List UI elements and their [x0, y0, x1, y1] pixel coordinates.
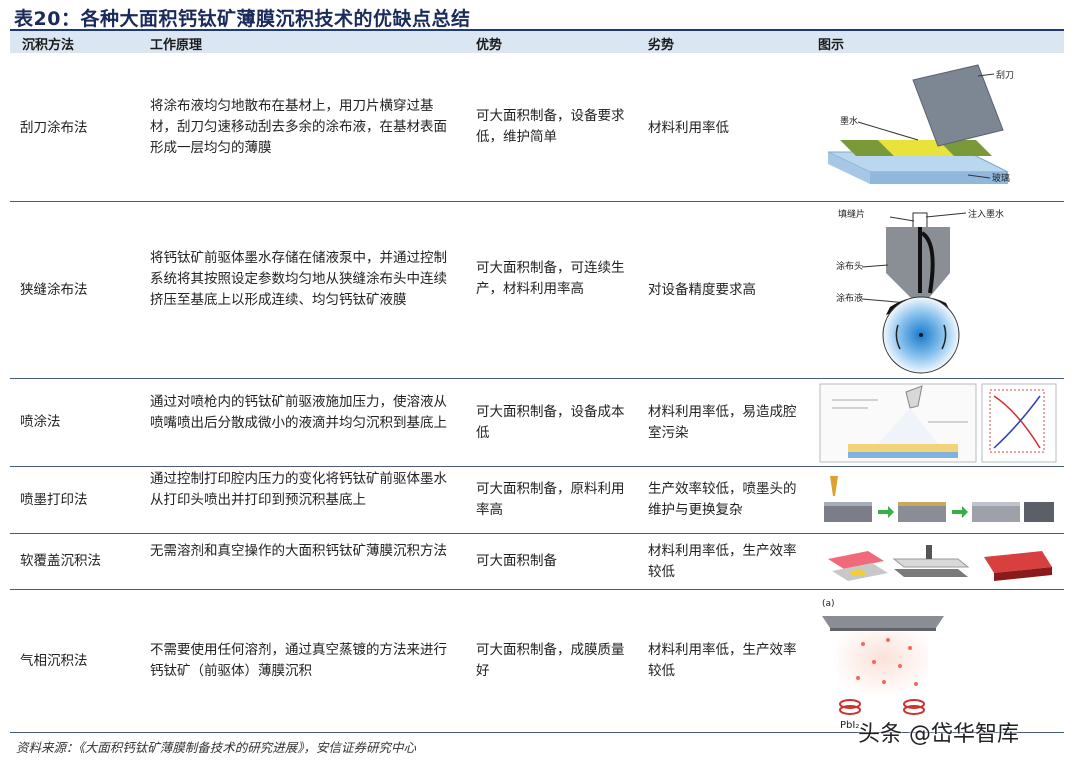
label-head: 涂布头: [836, 260, 863, 272]
label-ink: 墨水: [840, 115, 858, 127]
row-divider: [10, 378, 1064, 379]
vapour-deposition-diagram: (a) PbI₂: [822, 599, 944, 731]
row5-method: 软覆盖沉积法: [20, 553, 101, 569]
row3-pros: 可大面积制备，设备成本低: [476, 404, 625, 441]
row6-cons: 材料利用率低，生产效率较低: [648, 642, 797, 679]
table-title: 表20：各种大面积钙钛矿薄膜沉积技术的优缺点总结: [14, 8, 471, 30]
row2-cons: 对设备精度要求高: [648, 282, 756, 298]
row-divider: [10, 466, 1064, 467]
label-shim: 填缝片: [838, 208, 865, 220]
spray-coating-diagram: [819, 383, 1057, 463]
row4-principle: 通过控制打印腔内压力的变化将钙钛矿前驱体墨水从打印头喷出并打印到预沉积基底上: [150, 471, 447, 508]
title-rule: [10, 29, 1064, 31]
row1-method: 刮刀涂布法: [20, 120, 88, 136]
row-divider: [10, 589, 1064, 590]
row5-cons: 材料利用率低，生产效率较低: [648, 543, 797, 580]
row-divider: [10, 201, 1064, 202]
row4-method: 喷墨打印法: [20, 492, 88, 508]
blade-coating-diagram: 刮刀 墨水 玻璃: [827, 64, 1014, 184]
row5-pros: 可大面积制备: [476, 553, 557, 569]
label-liquid: 涂布液: [836, 292, 863, 304]
slot-die-diagram: 填缝片 注入墨水 涂布头 涂布液: [836, 208, 1004, 374]
row1-principle: 将涂布液均匀地散布在基材上，用刀片横穿过基材，刮刀匀速移动刮去多余的涂布液，在基…: [150, 98, 447, 156]
row6-principle: 不需要使用任何溶剂，通过真空蒸镀的方法来进行钙钛矿（前驱体）薄膜沉积: [150, 642, 447, 679]
table-bottom-rule: [10, 732, 1064, 733]
row2-method: 狭缝涂布法: [20, 282, 88, 298]
label-glass: 玻璃: [992, 172, 1010, 184]
table-header: 沉积方法 工作原理 优势 劣势 图示: [10, 31, 1064, 53]
inkjet-printing-diagram: [824, 476, 1054, 522]
row-divider: [10, 533, 1064, 534]
row6-pros: 可大面积制备，成膜质量好: [476, 642, 625, 679]
header-pros: 优势: [476, 38, 503, 53]
label-pbi2: PbI₂: [840, 720, 859, 731]
row6-method: 气相沉积法: [20, 653, 88, 669]
row1-cons: 材料利用率低: [648, 120, 729, 136]
row2-principle: 将钙钛矿前驱体墨水存储在储液泵中，并通过控制系统将其按照设定参数均匀地从狭缝涂布…: [150, 250, 447, 308]
label-panel-a: (a): [822, 599, 835, 609]
header-principle: 工作原理: [150, 38, 203, 53]
row3-method: 喷涂法: [20, 414, 61, 430]
header-figure: 图示: [818, 38, 845, 53]
row2-pros: 可大面积制备，可连续生产，材料利用率高: [476, 260, 625, 297]
header-method: 沉积方法: [22, 38, 75, 53]
label-ink-inject: 注入墨水: [968, 208, 1004, 220]
row3-cons: 材料利用率低，易造成腔室污染: [648, 404, 797, 441]
row4-cons: 生产效率较低，喷墨头的维护与更换复杂: [648, 481, 797, 518]
row5-principle: 无需溶剂和真空操作的大面积钙钛矿薄膜沉积方法: [150, 543, 447, 559]
label-blade: 刮刀: [996, 69, 1014, 81]
row4-pros: 可大面积制备，原料利用率高: [476, 481, 625, 518]
row1-pros: 可大面积制备，设备要求低，维护简单: [476, 108, 625, 145]
watermark: 头条 @岱华智库: [858, 722, 1019, 747]
header-cons: 劣势: [648, 38, 675, 53]
row3-principle: 通过对喷枪内的钙钛矿前驱液施加压力，使溶液从喷嘴喷出后分散成微小的液滴并均匀沉积…: [150, 394, 447, 431]
source-note: 资料来源：《大面积钙钛矿薄膜制备技术的研究进展》，安信证券研究中心: [16, 740, 417, 755]
soft-cover-diagram: [828, 545, 1052, 581]
